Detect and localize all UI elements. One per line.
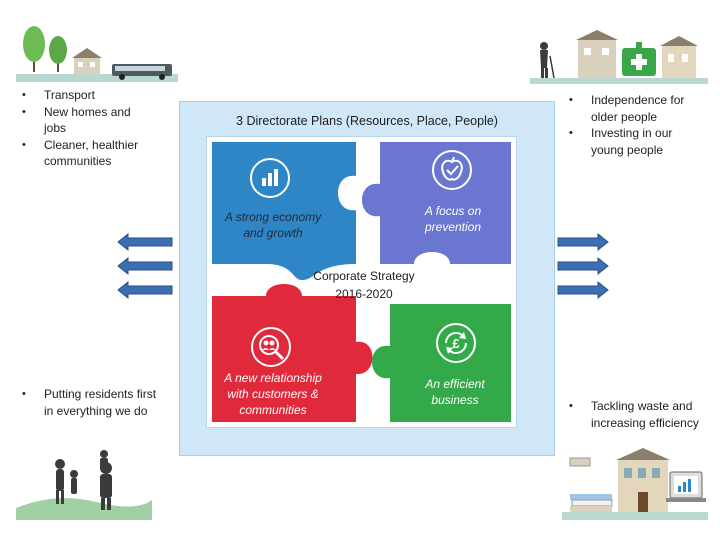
list-item: Investing in our young people [563,125,703,158]
top-left-list: Transport New homes and jobs Cleaner, he… [16,87,156,170]
left-arrows [117,233,173,300]
piece-label-relationship: A new relationship with customers & comm… [224,371,322,417]
older-people-illustration [530,30,708,84]
family-illustration [16,450,152,520]
list-item: Tackling waste and increasing efficiency [563,398,709,431]
bar-chart-icon [250,158,290,198]
strategy-title: Corporate Strategy 2016-2020 [284,267,444,303]
top-right-list: Independence for older people Investing … [563,92,703,158]
strategy-title-line2: 2016-2020 [335,287,393,301]
list-item: Putting residents first in everything we… [16,386,158,419]
right-arrows [557,233,609,300]
list-item: Cleaner, healthier communities [16,137,156,170]
strategy-title-line1: Corporate Strategy [313,269,415,283]
town-transport-illustration [16,26,178,82]
efficiency-illustration [562,448,708,520]
puzzle-piece-efficient [372,304,511,422]
bottom-right-list: Tackling waste and increasing efficiency [563,398,709,431]
apple-check-icon [432,150,472,190]
panel-title: 3 Directorate Plans (Resources, Place, P… [236,114,498,128]
puzzle-piece-relationship [212,284,373,422]
bottom-left-list: Putting residents first in everything we… [16,386,158,419]
puzzle-piece-prevention [362,142,511,264]
piece-label-economy: A strong economy and growth [224,210,322,240]
puzzle-piece-economy [212,142,356,280]
piece-label-efficient: An efficient business [425,377,485,407]
puzzle-graphic [212,142,511,422]
people-search-icon [251,327,291,367]
list-item: Independence for older people [563,92,703,125]
pound-cycle-icon: £ [436,323,476,363]
piece-label-prevention: A focus on prevention [424,204,482,234]
svg-text:£: £ [452,336,460,351]
list-item: Transport [16,87,156,104]
list-item: New homes and jobs [16,104,156,137]
